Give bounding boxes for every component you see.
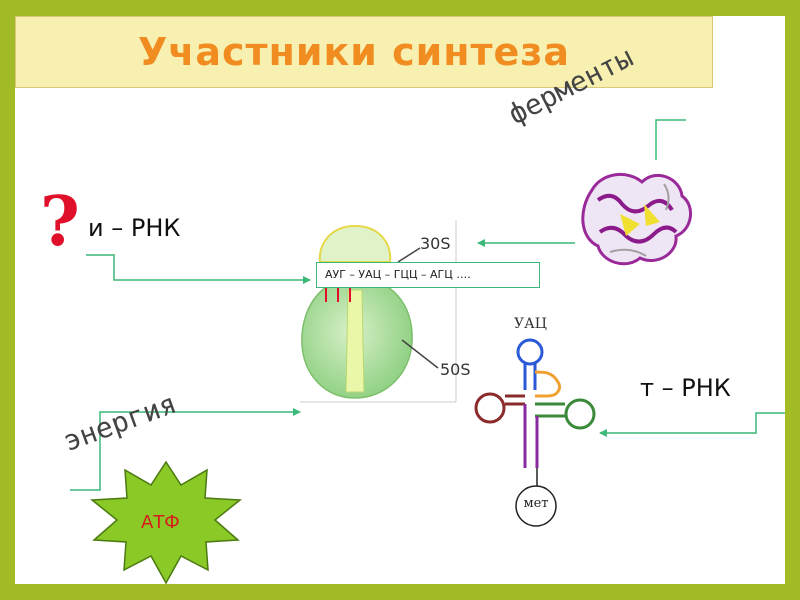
question-mark-icon: ? (40, 182, 80, 262)
energy-arrow (70, 408, 301, 491)
page-title: Участники синтеза (137, 30, 571, 74)
atp-label: АТФ (141, 512, 180, 533)
large-subunit-label: 50S (440, 360, 471, 379)
title-box: Участники синтеза (15, 16, 713, 88)
anticodon-label: УАЦ (514, 316, 547, 332)
ribosome-panel (300, 220, 457, 403)
trna-label: т – РНК (640, 374, 731, 402)
small-subunit-label: 30S (420, 234, 451, 253)
connectors (70, 119, 785, 491)
anticodon-loop (516, 338, 544, 366)
trna-molecule (474, 338, 596, 527)
codon-sequence: АУГ – УАЦ – ГЦЦ – АГЦ …. (316, 262, 540, 288)
mrna-label: и – РНК (88, 214, 181, 242)
ribosome (301, 224, 439, 399)
small-subunit-shape (318, 224, 392, 263)
atp-star (90, 460, 242, 585)
tunnel-shape (345, 289, 365, 393)
amino-acid-label: мет (523, 496, 549, 511)
enzyme-protein-image (581, 172, 692, 266)
mrna-arrow (86, 254, 311, 284)
trna-arrow (599, 412, 785, 437)
enzyme-bracket (655, 119, 686, 160)
amino-acid-circle (515, 485, 557, 527)
